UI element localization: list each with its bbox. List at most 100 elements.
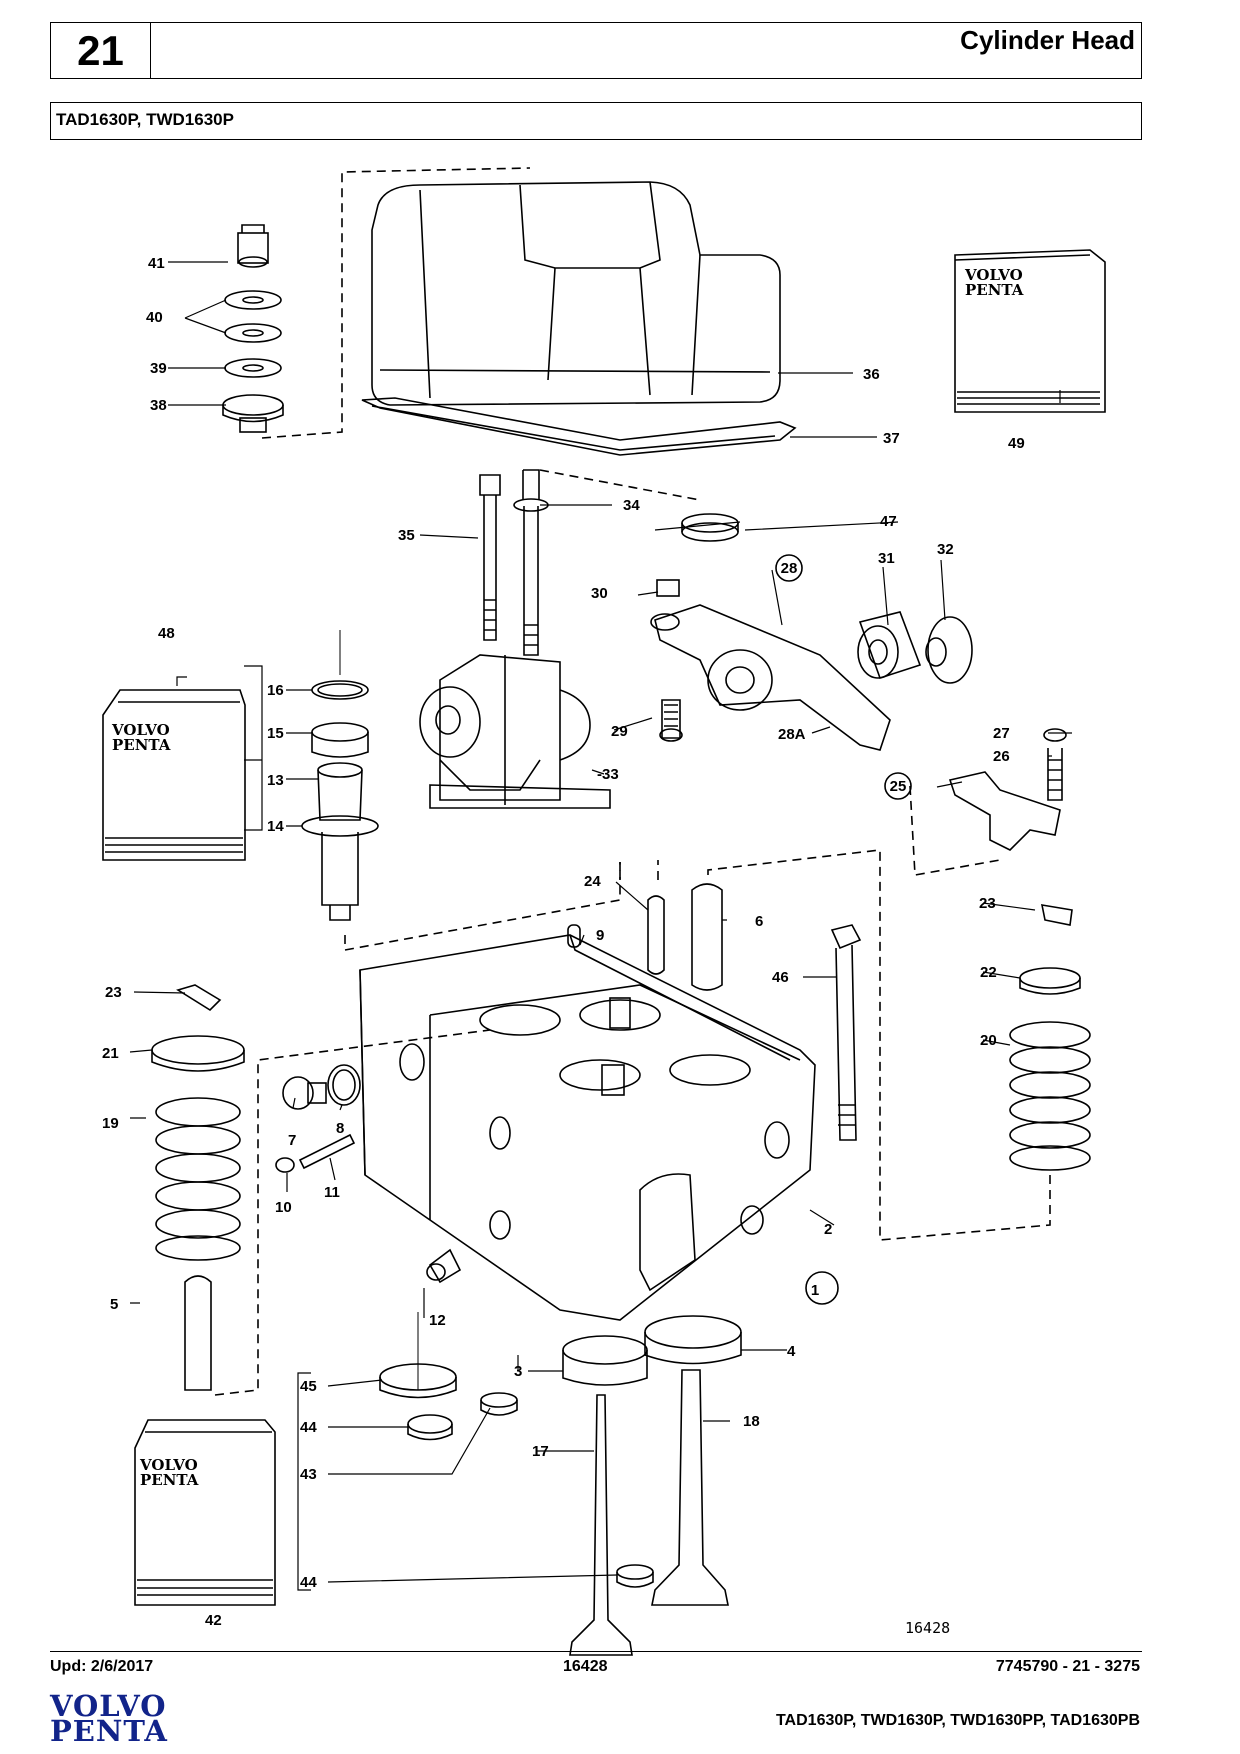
- callout-circle-28: [775, 554, 803, 582]
- callout-26: 26: [993, 748, 1010, 765]
- injector-sleeve: [301, 680, 379, 921]
- callout-27: 27: [993, 725, 1010, 742]
- callout-14: 14: [267, 818, 284, 835]
- callout-44-upper: 44: [300, 1419, 317, 1436]
- page-title: Cylinder Head: [960, 25, 1135, 55]
- callout-2: 2: [824, 1221, 832, 1238]
- cover-nut-stack: [222, 224, 284, 433]
- callout-labels: 1 2 3 4 5 6 7 8 9 10 11 12 13 14 15 16 1…: [102, 255, 1025, 1629]
- bolts-34-35: [479, 469, 549, 656]
- drawing-number: 16428: [905, 1619, 950, 1637]
- callout-44-lower: 44: [300, 1574, 317, 1591]
- callout-4: 4: [787, 1343, 796, 1360]
- callout-22: 22: [980, 964, 997, 981]
- kit-booklet-48: [102, 689, 246, 861]
- rocker-bracket: [419, 654, 611, 809]
- valves: [569, 1369, 729, 1656]
- callout-46: 46: [772, 969, 789, 986]
- callout-13: 13: [267, 772, 284, 789]
- callout-16: 16: [267, 682, 284, 699]
- callout-5: 5: [110, 1296, 118, 1313]
- callout-20: 20: [980, 1032, 997, 1049]
- rocker-arm: [650, 579, 891, 751]
- document-reference: 7745790 - 21 - 3275: [995, 1658, 1140, 1675]
- callout-25: 25: [890, 778, 907, 795]
- callout-3: 3: [514, 1363, 522, 1380]
- callout-23-left: 23: [105, 984, 122, 1001]
- kit-49-brand-penta: PENTA: [965, 281, 1024, 299]
- callout-8: 8: [336, 1120, 344, 1137]
- left-valve-spring: [151, 984, 245, 1391]
- callout-43: 43: [300, 1466, 317, 1483]
- bridge-bracket: [948, 728, 1067, 851]
- update-date: Upd: 2/6/2017: [50, 1658, 154, 1675]
- footer-rule: [50, 1651, 1142, 1652]
- callout-41: 41: [148, 255, 165, 272]
- adjusting-screw: [659, 699, 683, 742]
- callout-36: 36: [863, 366, 880, 383]
- callout-19: 19: [102, 1115, 119, 1132]
- callout-31: 31: [878, 550, 895, 567]
- header-box: 21 Cylinder Head: [50, 22, 1142, 79]
- callout-9: 9: [596, 927, 604, 944]
- pin-9: [567, 924, 581, 948]
- callout-28: 28: [781, 560, 798, 577]
- callout-37: 37: [883, 430, 900, 447]
- callout-10: 10: [275, 1199, 292, 1216]
- footer-models: TAD1630P, TWD1630P, TWD1630PP, TAD1630PB: [775, 1712, 1140, 1729]
- callout-30: 30: [591, 585, 608, 602]
- stem-seals: [379, 1363, 654, 1588]
- kit-booklet-49: [954, 249, 1106, 413]
- rocker-shaft: [857, 611, 973, 684]
- kit-48-brand-penta: PENTA: [112, 736, 171, 754]
- callout-6: 6: [755, 913, 763, 930]
- callout-45: 45: [300, 1378, 317, 1395]
- plugs: [275, 1064, 462, 1284]
- callout-34: 34: [623, 497, 640, 514]
- valve-guides: [647, 883, 723, 991]
- callout-23-right: 23: [979, 895, 996, 912]
- footer-image-ref: 16428: [563, 1658, 608, 1675]
- callout-33: -33: [597, 766, 619, 783]
- cylinder-head: [359, 934, 816, 1321]
- callout-circle-1: [805, 1271, 839, 1305]
- callout-49: 49: [1008, 435, 1025, 452]
- callout-12: 12: [429, 1312, 446, 1329]
- kit-42-brand-penta: PENTA: [140, 1471, 199, 1489]
- callout-21: 21: [102, 1045, 119, 1062]
- callout-18: 18: [743, 1413, 760, 1430]
- callout-47: 47: [880, 513, 897, 530]
- callout-circle-25: [884, 772, 912, 800]
- right-valve-spring: [1009, 904, 1091, 1171]
- callout-11: 11: [324, 1184, 340, 1201]
- callout-15: 15: [267, 725, 284, 742]
- logo-line-penta: PENTA: [50, 1714, 168, 1748]
- kit-48-brand-volvo: VOLVO: [111, 721, 170, 739]
- valve-seats: [562, 1315, 742, 1386]
- callout-35: 35: [398, 527, 415, 544]
- callout-28a: 28A: [778, 726, 806, 743]
- seal-47: [681, 513, 739, 542]
- model-line: TAD1630P, TWD1630P: [50, 102, 1142, 140]
- callout-40: 40: [146, 309, 163, 326]
- valve-cover: [371, 181, 781, 406]
- volvo-penta-logo: VOLVO PENTA: [50, 1689, 168, 1748]
- kit-42-brand-volvo: VOLVO: [139, 1456, 198, 1474]
- kit-booklet-42: [134, 1419, 276, 1606]
- callout-29: 29: [611, 723, 628, 740]
- callout-32: 32: [937, 541, 954, 558]
- callout-7: 7: [288, 1132, 296, 1149]
- callout-48: 48: [158, 625, 175, 642]
- callout-24: 24: [584, 873, 601, 890]
- callout-39: 39: [150, 360, 167, 377]
- leader-lines: [129, 261, 1072, 1591]
- head-bolt: [830, 924, 862, 1141]
- callout-42: 42: [205, 1612, 222, 1629]
- cover-gasket: [361, 397, 797, 456]
- logo-line-volvo: VOLVO: [50, 1689, 167, 1723]
- kit-49-brand-volvo: VOLVO: [964, 266, 1023, 284]
- callout-1: 1: [811, 1282, 819, 1299]
- callout-38: 38: [150, 397, 167, 414]
- callout-17: 17: [532, 1443, 549, 1460]
